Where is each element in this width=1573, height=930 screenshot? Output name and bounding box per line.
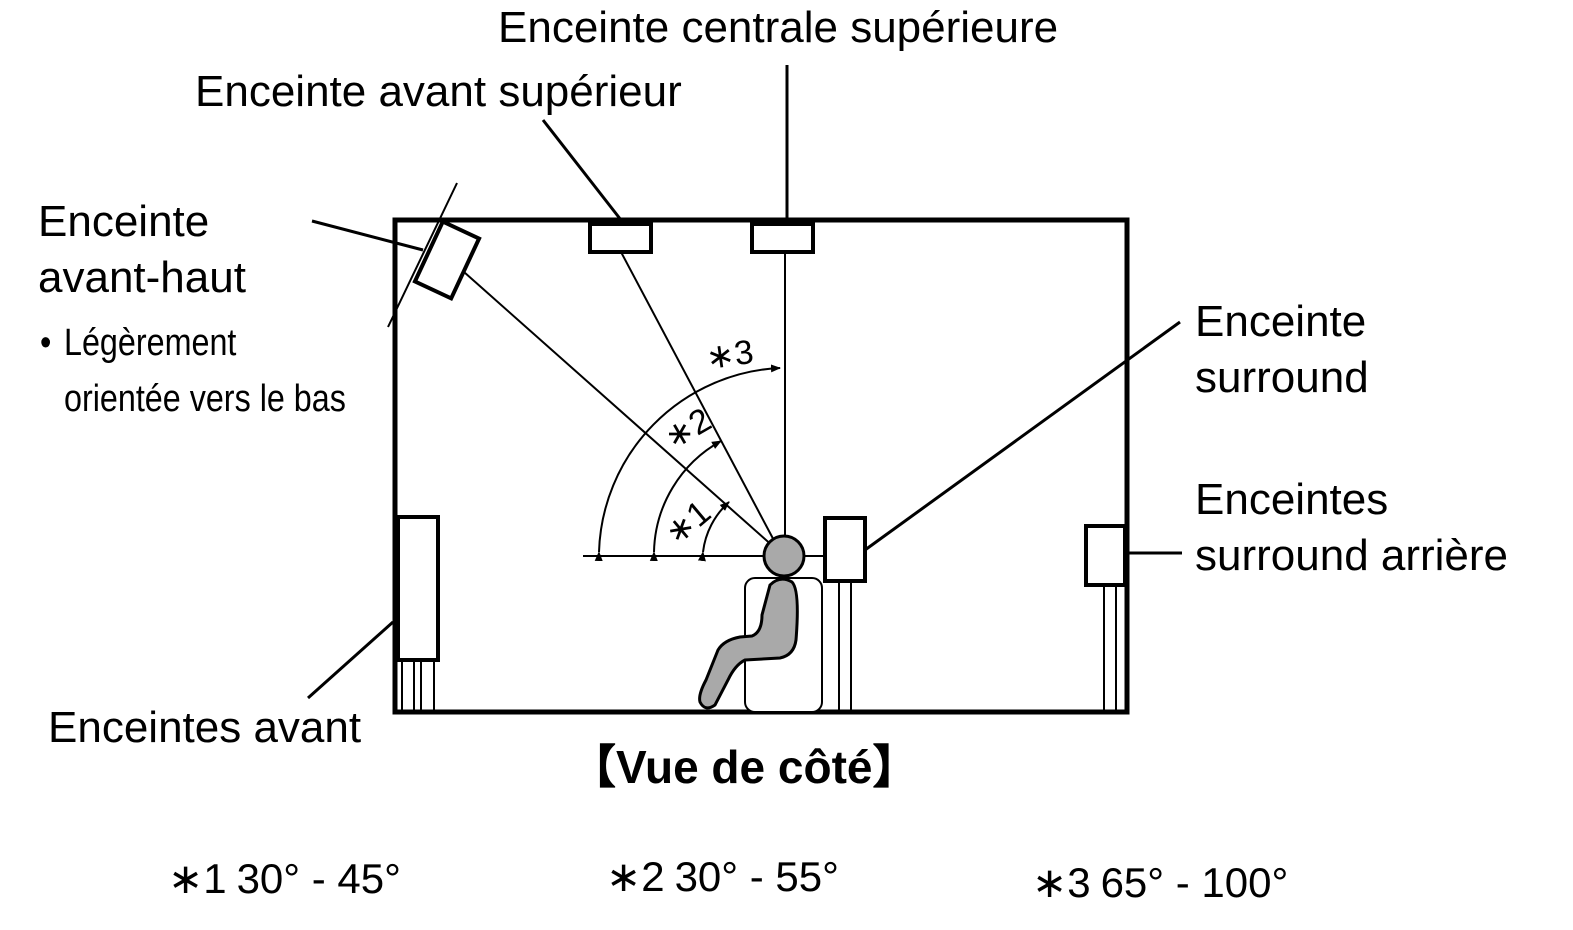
label-front-speakers: Enceintes avant [48,703,362,752]
label-surround-back-2: surround arrière [1195,531,1509,580]
label-surround-2: surround [1195,353,1369,402]
speaker-axis-line [387,182,458,328]
leader-line [864,320,1181,552]
angle-arc-1 [697,501,730,562]
listener-person [698,534,806,710]
label-surround-1: Enceinte [1195,297,1367,346]
angle-mark-3: ∗3 [703,332,756,378]
label-top-center-speaker: Enceinte centrale supérieure [498,3,1059,52]
note-mark: ∗2 [606,853,665,900]
leader-line [307,620,394,700]
note-range: 30° - 55° [674,853,839,900]
surround-speaker [823,516,867,712]
leader-line [311,219,424,252]
label-front-height-note-1: Légèrement [64,322,237,364]
view-title: 【Vue de côté】 [570,741,919,793]
angle-arc-2 [649,440,722,562]
note-mark: ∗1 [168,855,227,902]
label-front-height-note-2: orientée vers le bas [64,378,346,420]
front-height-speaker [412,218,482,302]
sight-line-front-high [463,271,776,549]
label-top-front-speaker: Enceinte avant supérieur [195,67,682,116]
top-front-speaker [588,222,653,254]
note-mark: ∗3 [1032,859,1091,906]
note-range: 65° - 100° [1100,859,1289,906]
front-height-note-bullet: • [40,322,52,364]
label-front-height-2: avant-haut [38,253,246,302]
top-center-speaker [750,222,815,254]
leader-line [541,119,623,221]
surround-back-speaker [1084,524,1127,712]
front-speaker [396,515,440,712]
label-surround-back-1: Enceintes [1195,475,1389,524]
label-front-height-1: Enceinte [38,197,210,246]
note-range: 30° - 45° [236,855,401,902]
angle-arc-3 [594,364,781,562]
